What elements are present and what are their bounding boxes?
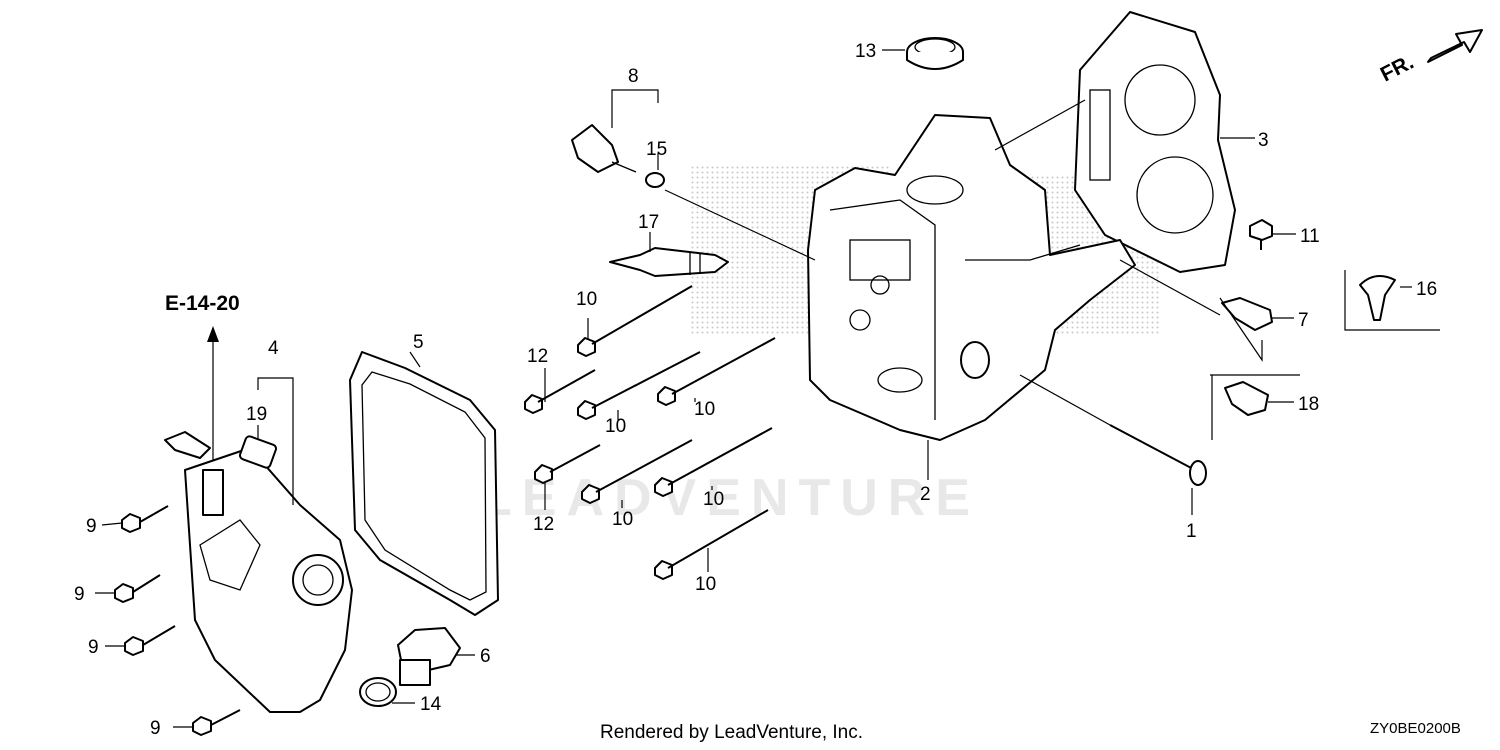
o-ring-part — [359, 677, 397, 707]
callout-10d: 10 — [612, 509, 633, 530]
callout-9a: 9 — [86, 516, 97, 537]
spark-plug-part — [609, 247, 729, 277]
diagram-code: ZY0BE0200B — [1370, 720, 1461, 737]
callout-11: 11 — [1300, 226, 1320, 247]
callout-3: 3 — [1258, 130, 1269, 151]
oil-seal-part — [906, 37, 964, 70]
cylinder-head-part — [807, 114, 1136, 441]
callout-18: 18 — [1298, 394, 1319, 415]
callout-14: 14 — [420, 694, 442, 715]
callout-13: 13 — [855, 41, 876, 62]
callout-15: 15 — [646, 139, 667, 160]
breather-fitting-part — [238, 435, 278, 469]
callout-17: 17 — [638, 212, 659, 233]
callout-16: 16 — [1416, 279, 1437, 300]
callout-19: 19 — [246, 404, 267, 425]
oil-filler-cap-part — [397, 627, 461, 686]
callout-12b: 12 — [533, 514, 554, 535]
callout-9b: 9 — [74, 584, 85, 605]
cover-gasket-part — [349, 351, 499, 616]
callout-10a: 10 — [576, 289, 597, 310]
direction-label: FR. — [1377, 51, 1418, 87]
cover-bolts — [114, 505, 241, 736]
leader-lines — [95, 49, 1412, 728]
callout-7: 7 — [1298, 310, 1309, 331]
callout-10f: 10 — [695, 574, 716, 595]
head-cover-part — [164, 431, 353, 713]
bracket-part — [1221, 297, 1273, 331]
long-bolt-part — [1019, 374, 1207, 486]
callout-2: 2 — [920, 484, 931, 505]
callout-10b: 10 — [605, 416, 626, 437]
callout-12a: 12 — [527, 346, 548, 367]
footer-credit: Rendered by LeadVenture, Inc. — [600, 722, 863, 743]
callout-8: 8 — [628, 66, 639, 87]
front-direction-arrow: FR. — [1377, 29, 1483, 87]
bracket-frames — [1210, 270, 1440, 440]
callout-labels: 1 2 3 4 5 6 7 8 9 9 9 9 10 10 10 10 10 1… — [74, 41, 1437, 739]
callout-9d: 9 — [150, 718, 161, 739]
trim-clip-part — [1359, 275, 1396, 321]
callout-9c: 9 — [88, 637, 99, 658]
callout-1: 1 — [1186, 521, 1197, 542]
bolt-set — [524, 285, 776, 580]
clip-part — [1224, 381, 1269, 416]
head-gasket-part — [1074, 11, 1236, 273]
callout-10e: 10 — [703, 489, 724, 510]
reference-label: E-14-20 — [165, 292, 240, 315]
callout-5: 5 — [413, 332, 424, 353]
reference-arrow-icon — [207, 326, 219, 342]
callout-10c: 10 — [694, 399, 715, 420]
callout-6: 6 — [480, 646, 491, 667]
callout-4: 4 — [268, 338, 279, 359]
temperature-sensor-part — [571, 124, 665, 188]
watermark-text: LEADVENTURE — [480, 469, 980, 527]
small-bolt-part — [1249, 219, 1273, 250]
